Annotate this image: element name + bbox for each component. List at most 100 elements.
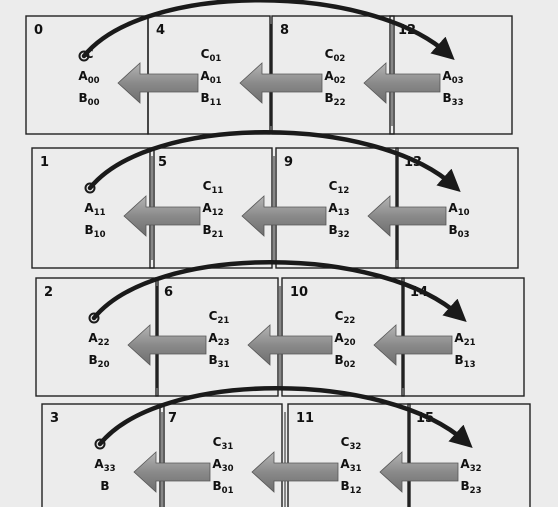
matrix-entry-label: A02 <box>324 69 345 86</box>
shift-left-arrow <box>133 451 211 493</box>
matrix-index: 03 <box>452 76 464 86</box>
matrix-index: 23 <box>218 338 230 348</box>
processor-number: 11 <box>296 411 314 426</box>
processor-number: 7 <box>168 411 177 426</box>
shift-left-arrow <box>251 451 339 493</box>
matrix-entry-label: B13 <box>455 353 476 370</box>
matrix-index: 02 <box>344 360 356 370</box>
matrix-entry-label: C21 <box>209 309 230 326</box>
shift-left-arrow <box>123 195 201 237</box>
matrix-entry-label: A01 <box>200 69 221 86</box>
matrix-letter: A <box>212 457 222 471</box>
matrix-entry-label: B03 <box>449 223 470 240</box>
matrix-letter: A <box>84 201 94 215</box>
processor-number: 9 <box>284 155 293 170</box>
matrix-index: 32 <box>338 230 350 240</box>
processor-number: 0 <box>34 23 43 38</box>
matrix-letter: C <box>203 179 212 193</box>
matrix-entry-label: B23 <box>461 479 482 496</box>
shift-left-arrow <box>117 62 199 104</box>
shift-left-arrow <box>127 324 207 366</box>
matrix-letter: A <box>460 457 470 471</box>
matrix-entry-label: B31 <box>209 353 230 370</box>
shift-left-arrow <box>241 195 327 237</box>
matrix-letter: A <box>94 457 104 471</box>
matrix-entry-label: C11 <box>203 179 224 196</box>
matrix-index: 13 <box>338 208 350 218</box>
arc-origin-marker <box>88 312 100 324</box>
matrix-entry-label: B00 <box>79 91 100 108</box>
matrix-letter: B <box>79 91 88 105</box>
matrix-letter: B <box>455 353 464 367</box>
matrix-letter: B <box>89 353 98 367</box>
matrix-index: 33 <box>452 98 464 108</box>
matrix-entry-label: B20 <box>89 353 110 370</box>
matrix-index: 13 <box>464 360 476 370</box>
matrix-entry-label: B10 <box>85 223 106 240</box>
matrix-letter: C <box>341 435 350 449</box>
matrix-letter: A <box>88 331 98 345</box>
matrix-entry-label: C32 <box>341 435 362 452</box>
matrix-entry-label: A12 <box>202 201 223 218</box>
matrix-letter: A <box>442 69 452 83</box>
matrix-entry-label: B11 <box>201 91 222 108</box>
matrix-entry-label: B02 <box>335 353 356 370</box>
matrix-entry-label: A20 <box>334 331 355 348</box>
matrix-letter: B <box>213 479 222 493</box>
matrix-letter: A <box>208 331 218 345</box>
matrix-index: 00 <box>88 76 100 86</box>
matrix-entry-label: A00 <box>78 69 99 86</box>
matrix-index: 30 <box>222 464 234 474</box>
matrix-letter: A <box>78 69 88 83</box>
matrix-letter: A <box>328 201 338 215</box>
matrix-entry-label: A23 <box>208 331 229 348</box>
matrix-letter: C <box>201 47 210 61</box>
matrix-letter: C <box>325 47 334 61</box>
matrix-entry-label: C22 <box>335 309 356 326</box>
wraparound-arc <box>87 130 461 193</box>
wraparound-arc <box>97 386 473 449</box>
matrix-index: 21 <box>464 338 476 348</box>
matrix-letter: B <box>85 223 94 237</box>
matrix-index: 32 <box>470 464 482 474</box>
matrix-letter: A <box>324 69 334 83</box>
matrix-index: 20 <box>98 360 110 370</box>
matrix-entry-label: A11 <box>84 201 105 218</box>
processor-number: 2 <box>44 285 53 300</box>
wraparound-arc <box>91 260 467 323</box>
matrix-letter: B <box>203 223 212 237</box>
matrix-index: 31 <box>218 360 230 370</box>
matrix-index: 21 <box>217 316 229 326</box>
matrix-entry-label: A31 <box>340 457 361 474</box>
matrix-index: 12 <box>212 208 224 218</box>
processor-number: 8 <box>280 23 289 38</box>
matrix-index: 03 <box>458 230 470 240</box>
arc-origin-marker <box>84 182 96 194</box>
processor-number: 6 <box>164 285 173 300</box>
matrix-index: 11 <box>94 208 106 218</box>
matrix-entry-label: A13 <box>328 201 349 218</box>
matrix-entry-label: C01 <box>201 47 222 64</box>
matrix-letter: B <box>201 91 210 105</box>
matrix-index: 23 <box>470 486 482 496</box>
matrix-entry-label: A33 <box>94 457 115 474</box>
matrix-index: 32 <box>349 442 361 452</box>
matrix-entry-label: C02 <box>325 47 346 64</box>
matrix-letter: B <box>325 91 334 105</box>
matrix-index: 00 <box>88 98 100 108</box>
matrix-index: 22 <box>98 338 110 348</box>
matrix-index: 12 <box>350 486 362 496</box>
matrix-letter: A <box>448 201 458 215</box>
shift-left-arrow <box>247 324 333 366</box>
matrix-entry-label: B33 <box>443 91 464 108</box>
matrix-letter: A <box>202 201 212 215</box>
matrix-index: 31 <box>221 442 233 452</box>
matrix-letter: A <box>200 69 210 83</box>
